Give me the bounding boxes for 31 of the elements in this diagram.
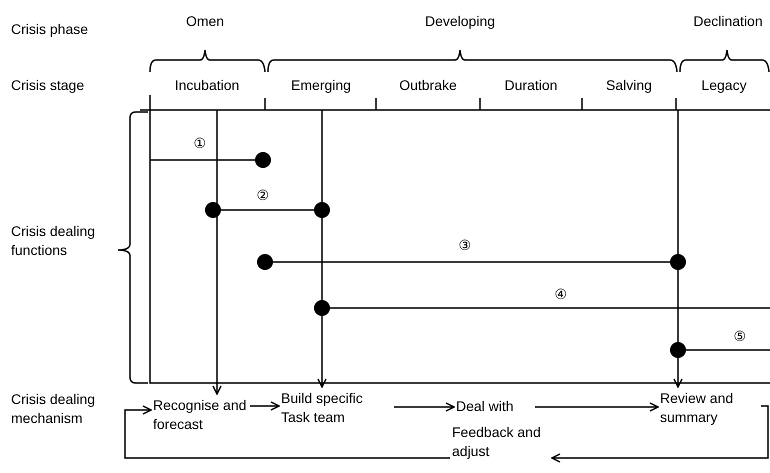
label-text: Emerging (290, 76, 352, 95)
mechanism-step-text: Feedback and adjust (452, 423, 550, 469)
label-text: ⑤ (732, 327, 748, 346)
label-text: Declination (692, 12, 764, 31)
label-text: ④ (554, 285, 568, 304)
label-text: Crisis dealing functions (10, 222, 96, 260)
label-text: Outbrake (398, 76, 458, 95)
mechanism-step-text: Deal with (456, 397, 534, 419)
label-text: Salving (605, 76, 653, 95)
label-text: ② (256, 186, 270, 205)
arrow (394, 402, 455, 412)
arrow (124, 405, 450, 459)
label-text: ① (192, 134, 208, 153)
mechanism-step-text: Review and summary (660, 389, 760, 433)
arrow (535, 402, 659, 412)
arrow (317, 110, 327, 388)
arrow (551, 405, 769, 463)
label-text: ③ (458, 236, 472, 255)
label-text: Omen (184, 12, 226, 31)
label-text: Incubation (174, 76, 240, 95)
mechanism-step-text: Build specific Task team (281, 389, 393, 433)
label-text: Duration (504, 76, 558, 95)
arrow (673, 110, 683, 388)
label-text: Crisis stage (10, 76, 86, 95)
label-text: Developing (424, 12, 496, 31)
arrow (250, 401, 280, 411)
label-text: Crisis phase (10, 20, 90, 39)
mechanism-step-text: Recognise and forecast (153, 396, 249, 440)
label-text: Crisis dealing mechanism (10, 390, 96, 428)
arrow (212, 110, 222, 395)
label-text: Legacy (700, 76, 748, 95)
